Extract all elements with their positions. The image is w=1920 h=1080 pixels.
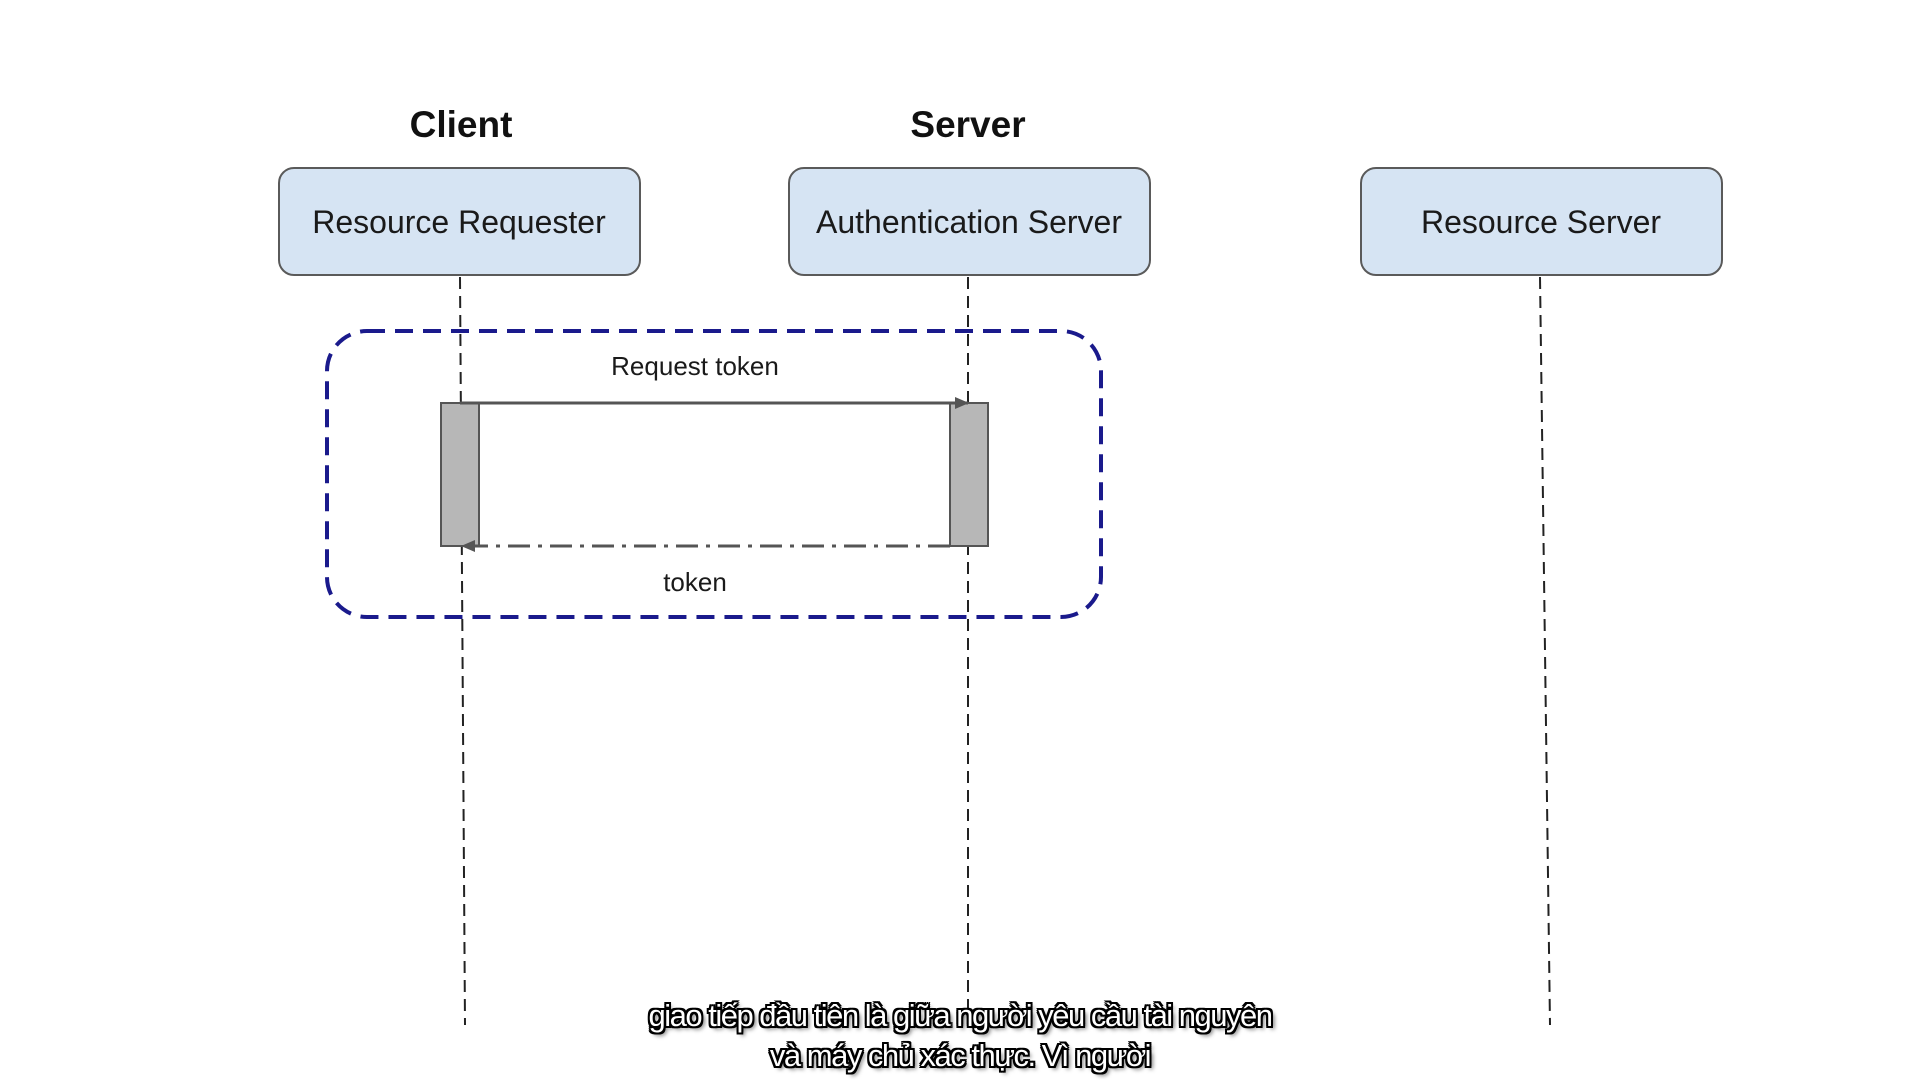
message-request-token-label: Request token (611, 351, 779, 381)
participant-authentication-server: Authentication Server (788, 167, 1151, 276)
participant-label: Resource Requester (312, 204, 606, 240)
participant-resource-requester: Resource Requester (278, 167, 641, 276)
message-token-label: token (663, 567, 727, 597)
lifeline-resource-requester (459, 276, 466, 1026)
subtitle-line-1: giao tiếp đầu tiên là giữa người yêu cầu… (648, 998, 1273, 1033)
highlight-region (325, 329, 1103, 619)
activation-bar-authentication-server (949, 402, 989, 547)
video-subtitles: giao tiếp đầu tiên là giữa người yêu cầu… (0, 996, 1920, 1076)
participant-label: Resource Server (1421, 204, 1661, 240)
client-group-title: Client (410, 104, 513, 145)
lifeline-resource-server (1539, 276, 1551, 1026)
participant-label: Authentication Server (816, 204, 1122, 240)
participant-resource-server: Resource Server (1360, 167, 1723, 276)
subtitle-line-2: và máy chủ xác thực. Vì người (769, 1038, 1152, 1073)
server-group-title: Server (910, 104, 1025, 145)
activation-bar-resource-requester (440, 402, 480, 547)
